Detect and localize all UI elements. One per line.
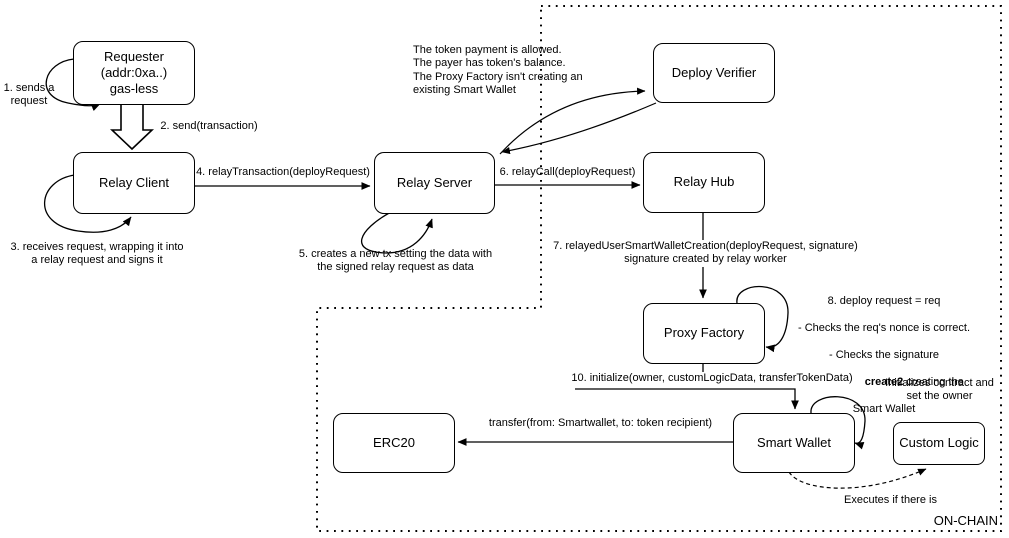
label-step1: 1. sends a request — [3, 82, 55, 108]
step8-line2: - Checks the req's nonce is correct. — [797, 322, 971, 335]
note-initializes-contract: Initializes contract and set the owner — [885, 377, 994, 403]
label-transfer: transfer(from: Smartwallet, to: token re… — [488, 417, 713, 429]
label-step10: 10. initialize(owner, customLogicData, t… — [562, 372, 862, 386]
node-deploy-verifier: Deploy Verifier — [653, 43, 775, 103]
arrow-initialize — [575, 388, 799, 410]
label-step5: 5. creates a new tx setting the data wit… — [298, 248, 493, 274]
label-step3: 3. receives request, wrapping it into a … — [10, 241, 184, 267]
step8-line1: 8. deploy request = req — [827, 295, 941, 308]
step8-line3: - Checks the signature — [828, 349, 940, 362]
node-smart-wallet: Smart Wallet — [733, 413, 855, 473]
node-relay-hub: Relay Hub — [643, 152, 765, 213]
arrow-from-deploy-verifier — [501, 102, 657, 155]
on-chain-label: ON-CHAIN — [933, 513, 998, 528]
node-relay-client: Relay Client — [73, 152, 195, 214]
arrow-receives-request-loop — [43, 174, 132, 233]
note-executes-if-there-is: Executes if there is — [844, 494, 937, 506]
node-relay-server: Relay Server — [374, 152, 495, 214]
on-chain-boundary — [316, 5, 1002, 532]
arrow-executes-custom-logic — [788, 468, 927, 489]
label-step8-9: 8. deploy request = req - Checks the req… — [780, 282, 988, 429]
arrow-sends-request-loop — [45, 58, 101, 111]
arrow-to-deploy-verifier — [499, 87, 646, 155]
label-step2: 2. send(transaction) — [160, 120, 258, 132]
node-erc20: ERC20 — [333, 413, 455, 473]
label-step6: 6. relayCall(deployRequest) — [499, 166, 636, 178]
arrow-smart-wallet-loop — [810, 396, 866, 450]
arrow-send-transaction-block — [109, 103, 155, 151]
node-custom-logic: Custom Logic — [893, 422, 985, 465]
node-requester: Requester (addr:0xa..) gas-less — [73, 41, 195, 105]
label-step4: 4. relayTransaction(deployRequest) — [196, 166, 370, 178]
arrow-creates-tx-loop — [361, 211, 433, 254]
step9-line2: Smart Wallet — [852, 402, 916, 415]
node-proxy-factory: Proxy Factory — [643, 303, 765, 364]
arrow-proxy-factory-loop — [736, 285, 789, 353]
note-deploy-verifier-checks: The token payment is allowed. The payer … — [413, 44, 583, 97]
label-step7: 7. relayedUserSmartWalletCreation(deploy… — [548, 240, 863, 267]
